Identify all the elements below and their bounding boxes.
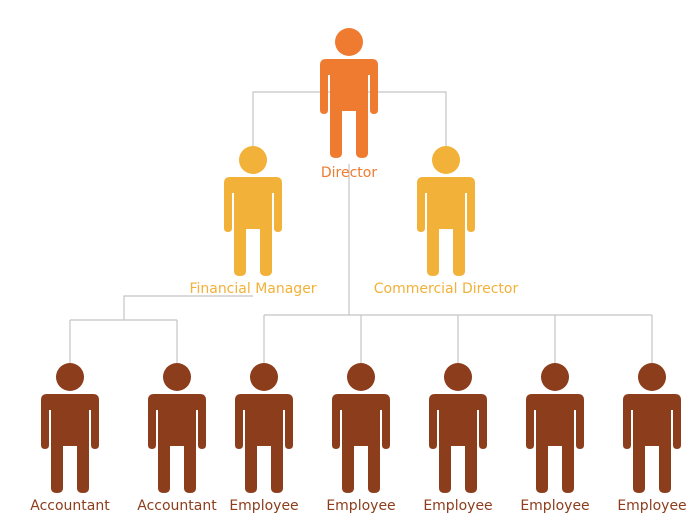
person-icon	[320, 28, 378, 158]
person-body	[224, 177, 282, 276]
node-label-financial-manager: Financial Manager	[189, 281, 316, 297]
person-head	[432, 146, 460, 174]
person-body	[429, 394, 487, 493]
person-head	[444, 363, 472, 391]
person-icon	[526, 363, 584, 493]
person-head	[347, 363, 375, 391]
person-body	[320, 59, 378, 158]
person-head	[239, 146, 267, 174]
person-head	[638, 363, 666, 391]
people-layer	[41, 28, 681, 493]
connector-lines	[69, 91, 653, 364]
node-label-accountant-1: Accountant	[30, 498, 110, 514]
person-body	[623, 394, 681, 493]
node-label-employee-2: Employee	[326, 498, 395, 514]
person-icon	[148, 363, 206, 493]
person-head	[541, 363, 569, 391]
node-label-employee-5: Employee	[617, 498, 686, 514]
person-head	[56, 363, 84, 391]
person-head	[335, 28, 363, 56]
person-head	[250, 363, 278, 391]
person-body	[332, 394, 390, 493]
person-body	[148, 394, 206, 493]
person-head	[163, 363, 191, 391]
person-body	[235, 394, 293, 493]
node-label-employee-1: Employee	[229, 498, 298, 514]
connector-employees-bus	[263, 314, 653, 364]
node-label-director: Director	[321, 165, 377, 181]
person-icon	[235, 363, 293, 493]
person-icon	[623, 363, 681, 493]
node-label-employee-4: Employee	[520, 498, 589, 514]
person-icon	[41, 363, 99, 493]
person-body	[417, 177, 475, 276]
person-body	[526, 394, 584, 493]
node-label-employee-3: Employee	[423, 498, 492, 514]
node-label-accountant-2: Accountant	[137, 498, 217, 514]
connector-financial-accountants	[69, 295, 253, 364]
person-body	[41, 394, 99, 493]
node-label-commercial-director: Commercial Director	[374, 281, 519, 297]
person-icon	[429, 363, 487, 493]
person-icon	[417, 146, 475, 276]
person-icon	[332, 363, 390, 493]
person-icon	[224, 146, 282, 276]
